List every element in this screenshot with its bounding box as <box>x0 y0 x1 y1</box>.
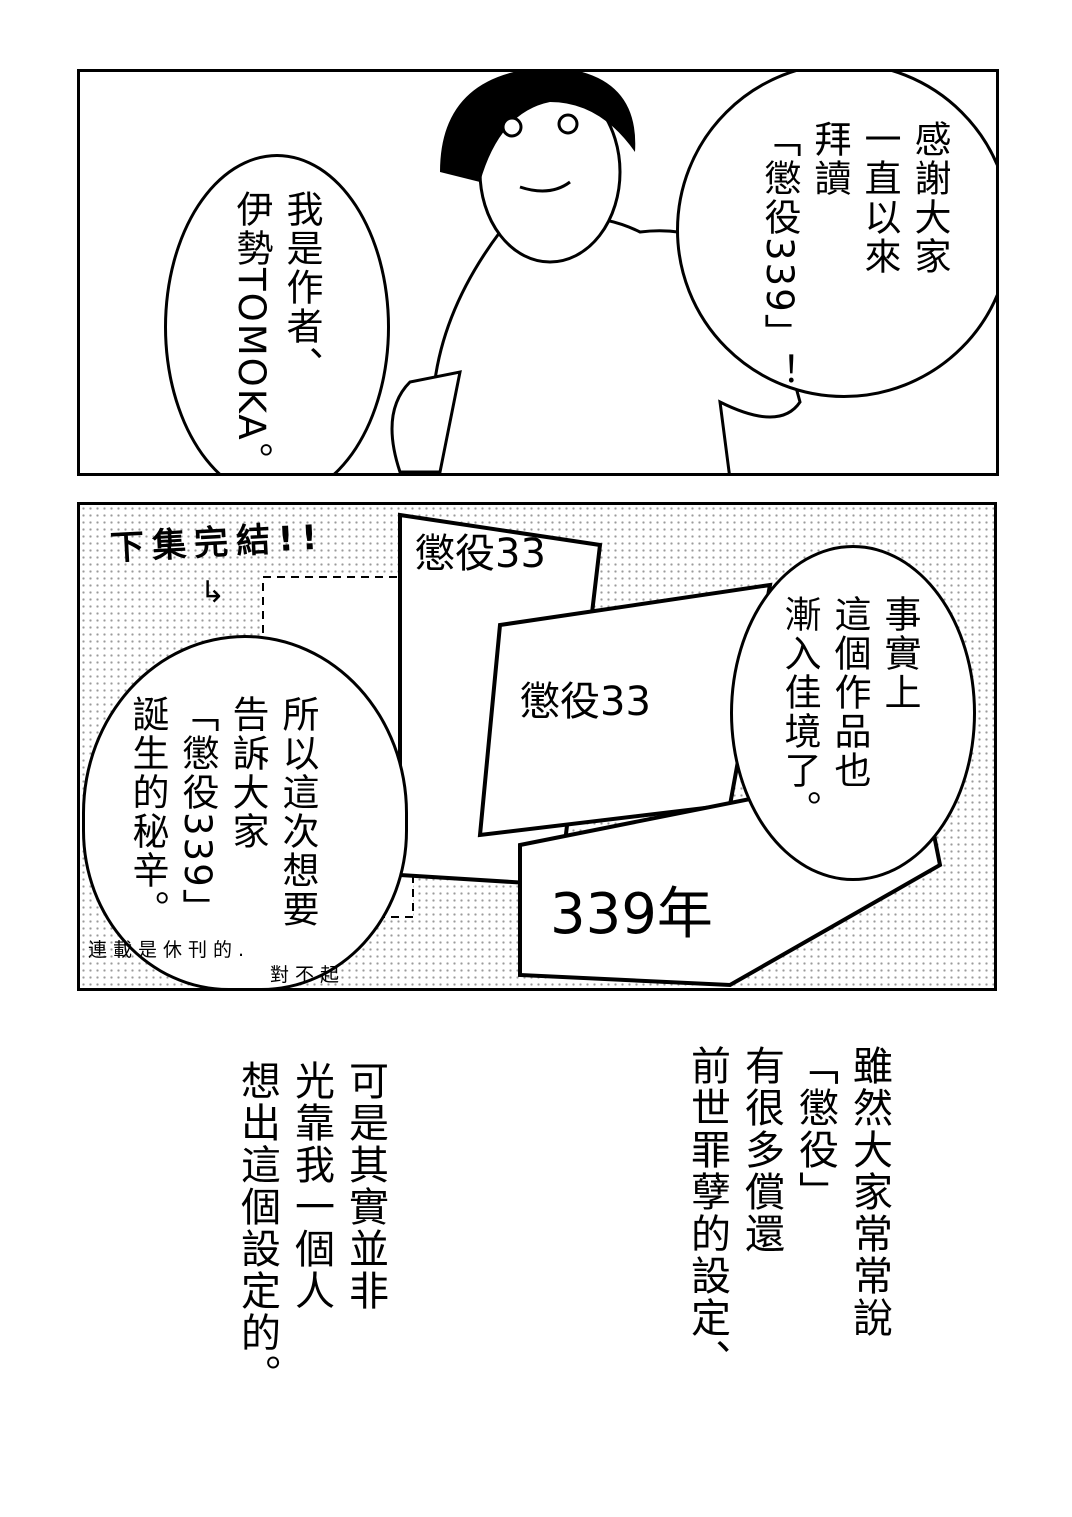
speech-text-story: 事實上 這個作品也 漸入佳境了。 <box>774 595 924 829</box>
text-column: 光靠我一個人 <box>288 1060 334 1312</box>
handwritten-note-sorry: 對不起 <box>270 964 346 986</box>
text-column: 事實上 <box>878 595 921 712</box>
speech-text-thanks: 感謝大家 一直以來 拜讀 「懲役339」！ <box>754 120 954 392</box>
speech-bubble-secret <box>82 635 408 988</box>
arrow-icon: ↳ <box>200 575 226 610</box>
speech-bubble-story <box>730 545 976 881</box>
book-title: 懲役33 <box>415 531 546 577</box>
speech-text-secret: 所以這次想要 告訴大家 「懲役339」 誕生的秘辛。 <box>122 695 322 929</box>
narration-left: 可是其實並非 光靠我一個人 想出這個設定的。 <box>230 1060 392 1396</box>
text-column: 我是作者、 <box>280 190 323 385</box>
book-title: 懲役33 <box>520 679 651 725</box>
text-column: 前世罪孽的設定、 <box>684 1045 730 1381</box>
text-column: 這個作品也 <box>828 595 871 790</box>
text-column: 「懲役339」 <box>176 695 219 928</box>
speech-text-author: 我是作者、 伊勢TOMOKA。 <box>226 190 326 476</box>
text-column: 告訴大家 <box>226 695 269 851</box>
text-column: 有很多償還 <box>738 1045 784 1255</box>
speech-bubble-thanks <box>676 72 996 398</box>
book-title: 339年 <box>550 882 713 947</box>
text-column: 雖然大家常常說 <box>846 1045 892 1339</box>
text-column: 誕生的秘辛。 <box>126 695 169 929</box>
text-column: 一直以來 <box>858 120 901 276</box>
text-column: 所以這次想要 <box>276 695 319 929</box>
text-column: 漸入佳境了。 <box>778 595 821 829</box>
text-column: 伊勢TOMOKA。 <box>230 190 273 476</box>
text-column: 「懲役」 <box>792 1045 838 1213</box>
text-column: 想出這個設定的。 <box>234 1060 280 1396</box>
panel-author-intro: 感謝大家 一直以來 拜讀 「懲役339」！ 我是作者、 伊勢TOMOKA。 <box>77 69 999 476</box>
text-column: 感謝大家 <box>908 120 951 276</box>
handwritten-note-hiatus: 連載是休刊的. <box>88 939 251 961</box>
narration-right: 雖然大家常常說 「懲役」 有很多償還 前世罪孽的設定、 <box>680 1045 896 1381</box>
text-column: 拜讀 <box>808 120 851 198</box>
speech-bubble-author <box>164 154 390 473</box>
text-column: 可是其實並非 <box>342 1060 388 1312</box>
text-column: 「懲役339」！ <box>758 120 801 392</box>
panel-books: 懲役33 懲役33 339年 下集完結!! ↳ 事實上 這個作品也 漸入佳境了。… <box>77 502 997 991</box>
